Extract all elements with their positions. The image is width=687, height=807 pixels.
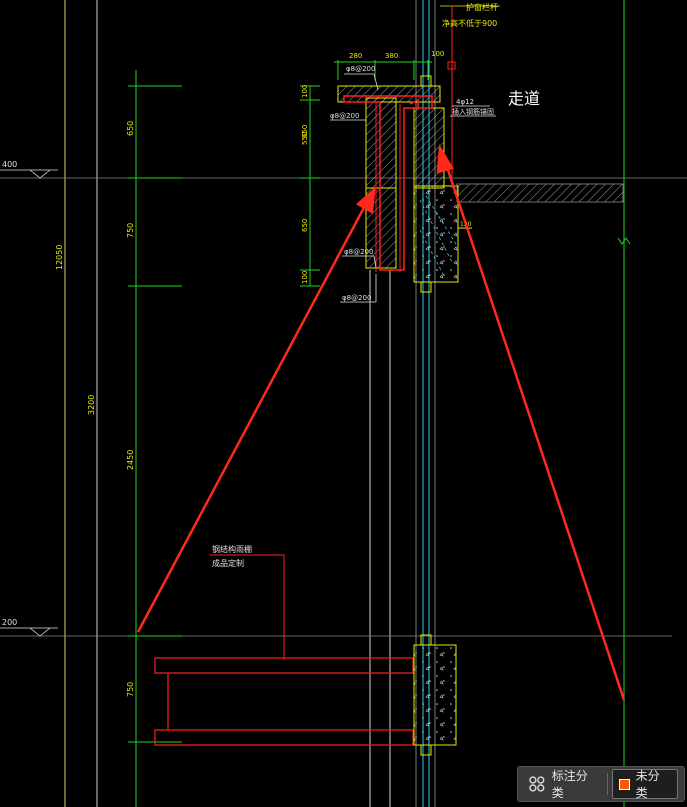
- dim-top-3: 100: [431, 50, 444, 58]
- rebar-note: 插入钢筋锚固: [452, 107, 494, 116]
- vertical-grid-lines: [64, 0, 625, 807]
- dim-vertical-4: 2450: [126, 450, 135, 470]
- lower-canopy: [154, 554, 457, 756]
- unclassified-label: 未分类: [635, 769, 660, 800]
- break-mark: [617, 237, 631, 245]
- dim-vertical-2: 750: [126, 223, 135, 238]
- rebar-mid: φ8@200: [344, 248, 373, 256]
- rebar-top: φ8@200: [346, 65, 375, 73]
- level-lines: [0, 169, 687, 637]
- dim-vertical-5: 750: [126, 682, 135, 697]
- grid-icon: [529, 776, 545, 792]
- dim-left-5: 100: [301, 271, 309, 284]
- dim-left-2: 650: [301, 125, 309, 138]
- rebar-bottom: φ8@200: [342, 294, 371, 302]
- annotation-toolbar: 标注分类 未分类: [517, 766, 685, 802]
- rebar-callouts: [330, 73, 496, 303]
- classify-label: 标注分类: [551, 769, 588, 800]
- unclassified-button[interactable]: 未分类: [611, 769, 678, 800]
- title-walkway: 走道: [508, 89, 540, 108]
- level-lower: 200: [2, 618, 17, 627]
- annotation-arrows: [136, 144, 626, 701]
- rebar-main: 4φ12: [456, 98, 474, 106]
- classify-button[interactable]: 标注分类: [524, 769, 603, 800]
- level-upper: 400: [2, 160, 17, 169]
- dim-top-2: 380: [385, 52, 398, 60]
- dim-total: 12050: [55, 245, 64, 270]
- toolbar-divider: [606, 773, 608, 795]
- label-steel-canopy: 钢结构雨棚: [212, 544, 252, 554]
- dim-vertical-3: 3200: [87, 395, 96, 415]
- dim-top-1: 280: [349, 52, 362, 60]
- upper-beam-section: 120: [337, 75, 624, 293]
- dim-left-1: 100: [301, 85, 309, 98]
- dim-left-3: 550: [301, 132, 309, 145]
- dim-vertical-1: 650: [126, 121, 135, 136]
- label-custom: 成品定制: [212, 558, 244, 568]
- label-railing: 护窗栏杆: [466, 2, 498, 12]
- railing: [440, 5, 500, 188]
- dim-left-4: 650: [301, 219, 309, 232]
- label-railing-height: 净高不低于900: [442, 18, 497, 28]
- unclassified-swatch: [618, 778, 630, 790]
- dimension-ticks: [128, 60, 432, 743]
- rebar-left: φ8@200: [330, 112, 359, 120]
